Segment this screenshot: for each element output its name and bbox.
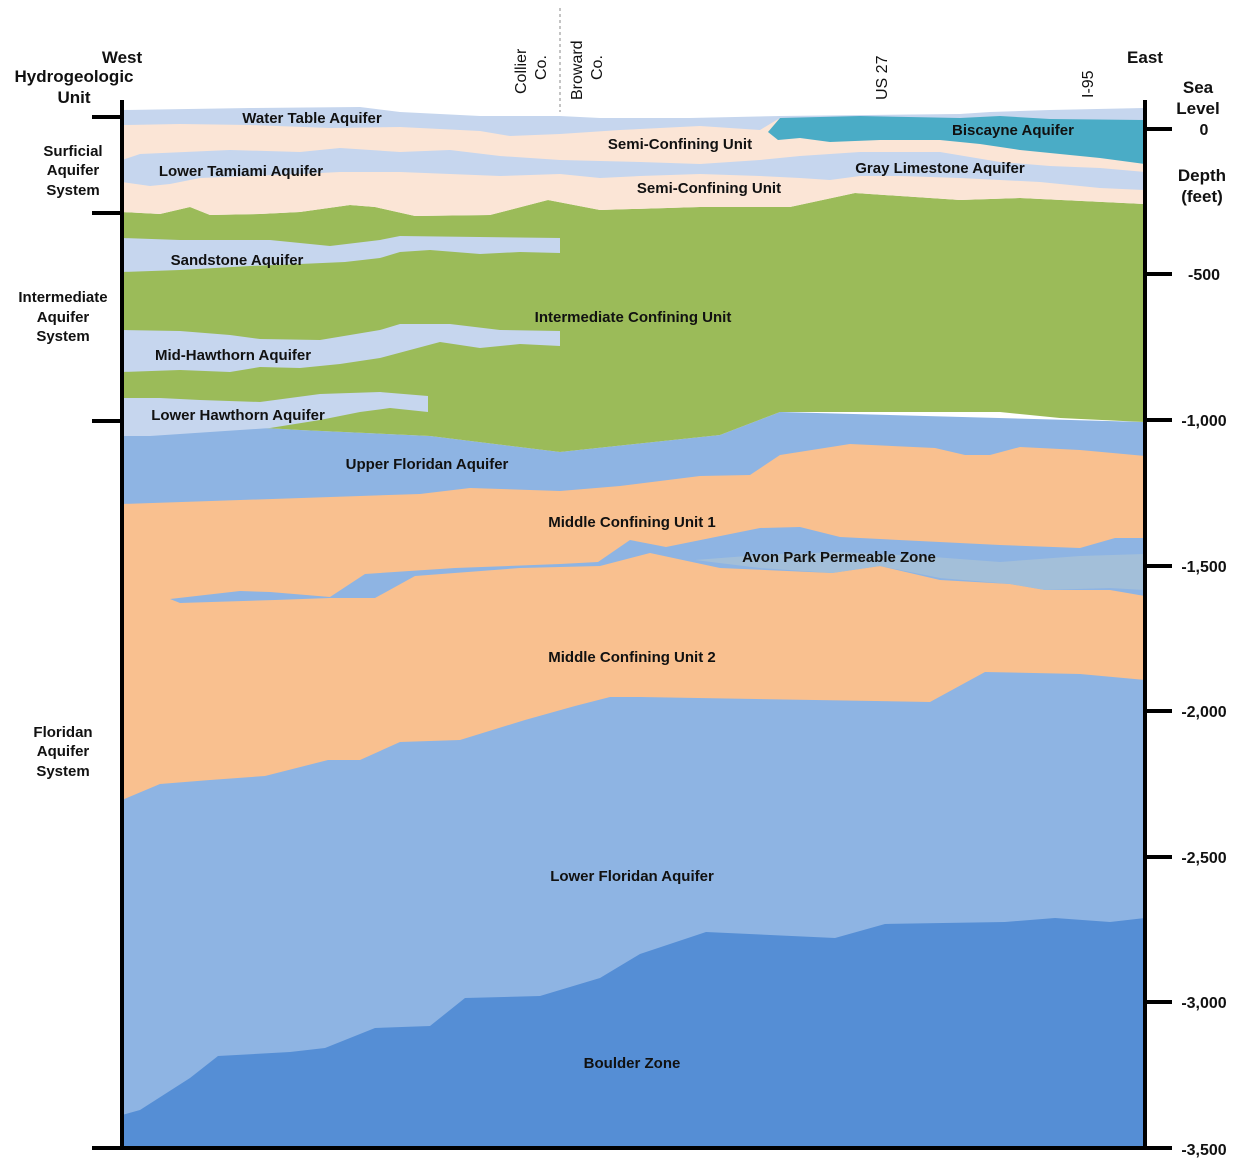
header: West Hydrogeologic Unit East Sea Level D… bbox=[14, 48, 1226, 206]
lower-tamiami-aquifer-label: Lower Tamiami Aquifer bbox=[159, 163, 323, 180]
depth-tick-label: -500 bbox=[1188, 267, 1220, 284]
floridan-system-line1: Floridan bbox=[33, 724, 92, 741]
surficial-system-line3: System bbox=[46, 182, 99, 199]
avon-park-gray-zone bbox=[695, 552, 1145, 590]
intermediate-system-line1: Intermediate bbox=[18, 289, 107, 306]
middle-confining-unit-1-label: Middle Confining Unit 1 bbox=[548, 514, 715, 531]
lower-tamiami-gray-limestone-band bbox=[122, 148, 1145, 190]
sea-level-title-line1: Sea bbox=[1183, 78, 1214, 97]
i95-label: I-95 bbox=[1080, 70, 1097, 98]
avon-park-permeable-zone-label: Avon Park Permeable Zone bbox=[742, 549, 936, 566]
intermediate-confining-unit-label: Intermediate Confining Unit bbox=[535, 309, 732, 326]
broward-co-label-line1: Broward bbox=[569, 40, 586, 100]
system-labels: Surficial Aquifer System Intermediate Aq… bbox=[18, 143, 107, 780]
collier-co-label-line1: Collier bbox=[513, 48, 530, 94]
depth-title-line1: Depth bbox=[1178, 166, 1226, 185]
lower-floridan-aquifer-label: Lower Floridan Aquifer bbox=[550, 868, 714, 885]
axes bbox=[92, 8, 1172, 1150]
intermediate-system-line2: Aquifer bbox=[37, 309, 90, 326]
us27-label: US 27 bbox=[874, 55, 891, 100]
sandstone-aquifer-label: Sandstone Aquifer bbox=[171, 252, 304, 269]
middle-confining-unit-2-label: Middle Confining Unit 2 bbox=[548, 649, 715, 666]
depth-tick-labels: 0 -500 -1,000 -1,500 -2,000 -2,500 -3,00… bbox=[1181, 122, 1226, 1159]
mid-hawthorn-aquifer-label: Mid-Hawthorn Aquifer bbox=[155, 347, 311, 364]
hydrogeologic-unit-title-line2: Unit bbox=[57, 88, 90, 107]
depth-title-line2: (feet) bbox=[1181, 187, 1223, 206]
depth-tick-label: -3,000 bbox=[1181, 995, 1226, 1012]
water-table-aquifer-label: Water Table Aquifer bbox=[242, 110, 382, 127]
unit-labels: Water Table Aquifer Semi-Confining Unit … bbox=[151, 110, 1074, 1072]
location-labels: Collier Co. Broward Co. US 27 I-95 bbox=[513, 40, 1097, 100]
biscayne-aquifer-band bbox=[768, 116, 1145, 164]
mid-hawthorn-aquifer-band bbox=[122, 324, 560, 372]
avon-park-permeable-zone bbox=[170, 527, 1145, 603]
semi-confining-unit-lower-label: Semi-Confining Unit bbox=[637, 180, 781, 197]
biscayne-aquifer-label: Biscayne Aquifer bbox=[952, 122, 1074, 139]
lower-hawthorn-aquifer-band bbox=[122, 392, 428, 436]
layers bbox=[122, 107, 1145, 1148]
depth-tick-label: -2,500 bbox=[1181, 850, 1226, 867]
upper-floridan-aquifer-label: Upper Floridan Aquifer bbox=[346, 456, 509, 473]
depth-tick-label: -1,500 bbox=[1181, 559, 1226, 576]
gray-limestone-aquifer-label: Gray Limestone Aquifer bbox=[855, 160, 1025, 177]
water-table-aquifer-band bbox=[124, 107, 1145, 136]
surficial-system-line1: Surficial bbox=[43, 143, 102, 160]
floridan-system-line3: System bbox=[36, 763, 89, 780]
boulder-zone-label: Boulder Zone bbox=[584, 1055, 681, 1072]
depth-tick-label: -3,500 bbox=[1181, 1142, 1226, 1159]
sandstone-aquifer-band bbox=[122, 236, 560, 272]
intermediate-system-line3: System bbox=[36, 328, 89, 345]
broward-co-label-line2: Co. bbox=[589, 55, 606, 80]
depth-tick-label: 0 bbox=[1200, 122, 1209, 139]
semi-confining-unit-upper-label: Semi-Confining Unit bbox=[608, 136, 752, 153]
middle-confining-layer bbox=[122, 444, 1145, 800]
east-label: East bbox=[1127, 48, 1163, 67]
collier-co-label-line2: Co. bbox=[533, 55, 550, 80]
boulder-zone-layer bbox=[122, 918, 1145, 1148]
lower-hawthorn-aquifer-label: Lower Hawthorn Aquifer bbox=[151, 407, 325, 424]
depth-tick-label: -1,000 bbox=[1181, 413, 1226, 430]
hydrogeologic-unit-title-line1: Hydrogeologic bbox=[14, 67, 133, 86]
surficial-system-line2: Aquifer bbox=[47, 162, 100, 179]
floridan-system-line2: Aquifer bbox=[37, 743, 90, 760]
west-label: West bbox=[102, 48, 143, 67]
depth-tick-label: -2,000 bbox=[1181, 704, 1226, 721]
sea-level-title-line2: Level bbox=[1176, 99, 1219, 118]
